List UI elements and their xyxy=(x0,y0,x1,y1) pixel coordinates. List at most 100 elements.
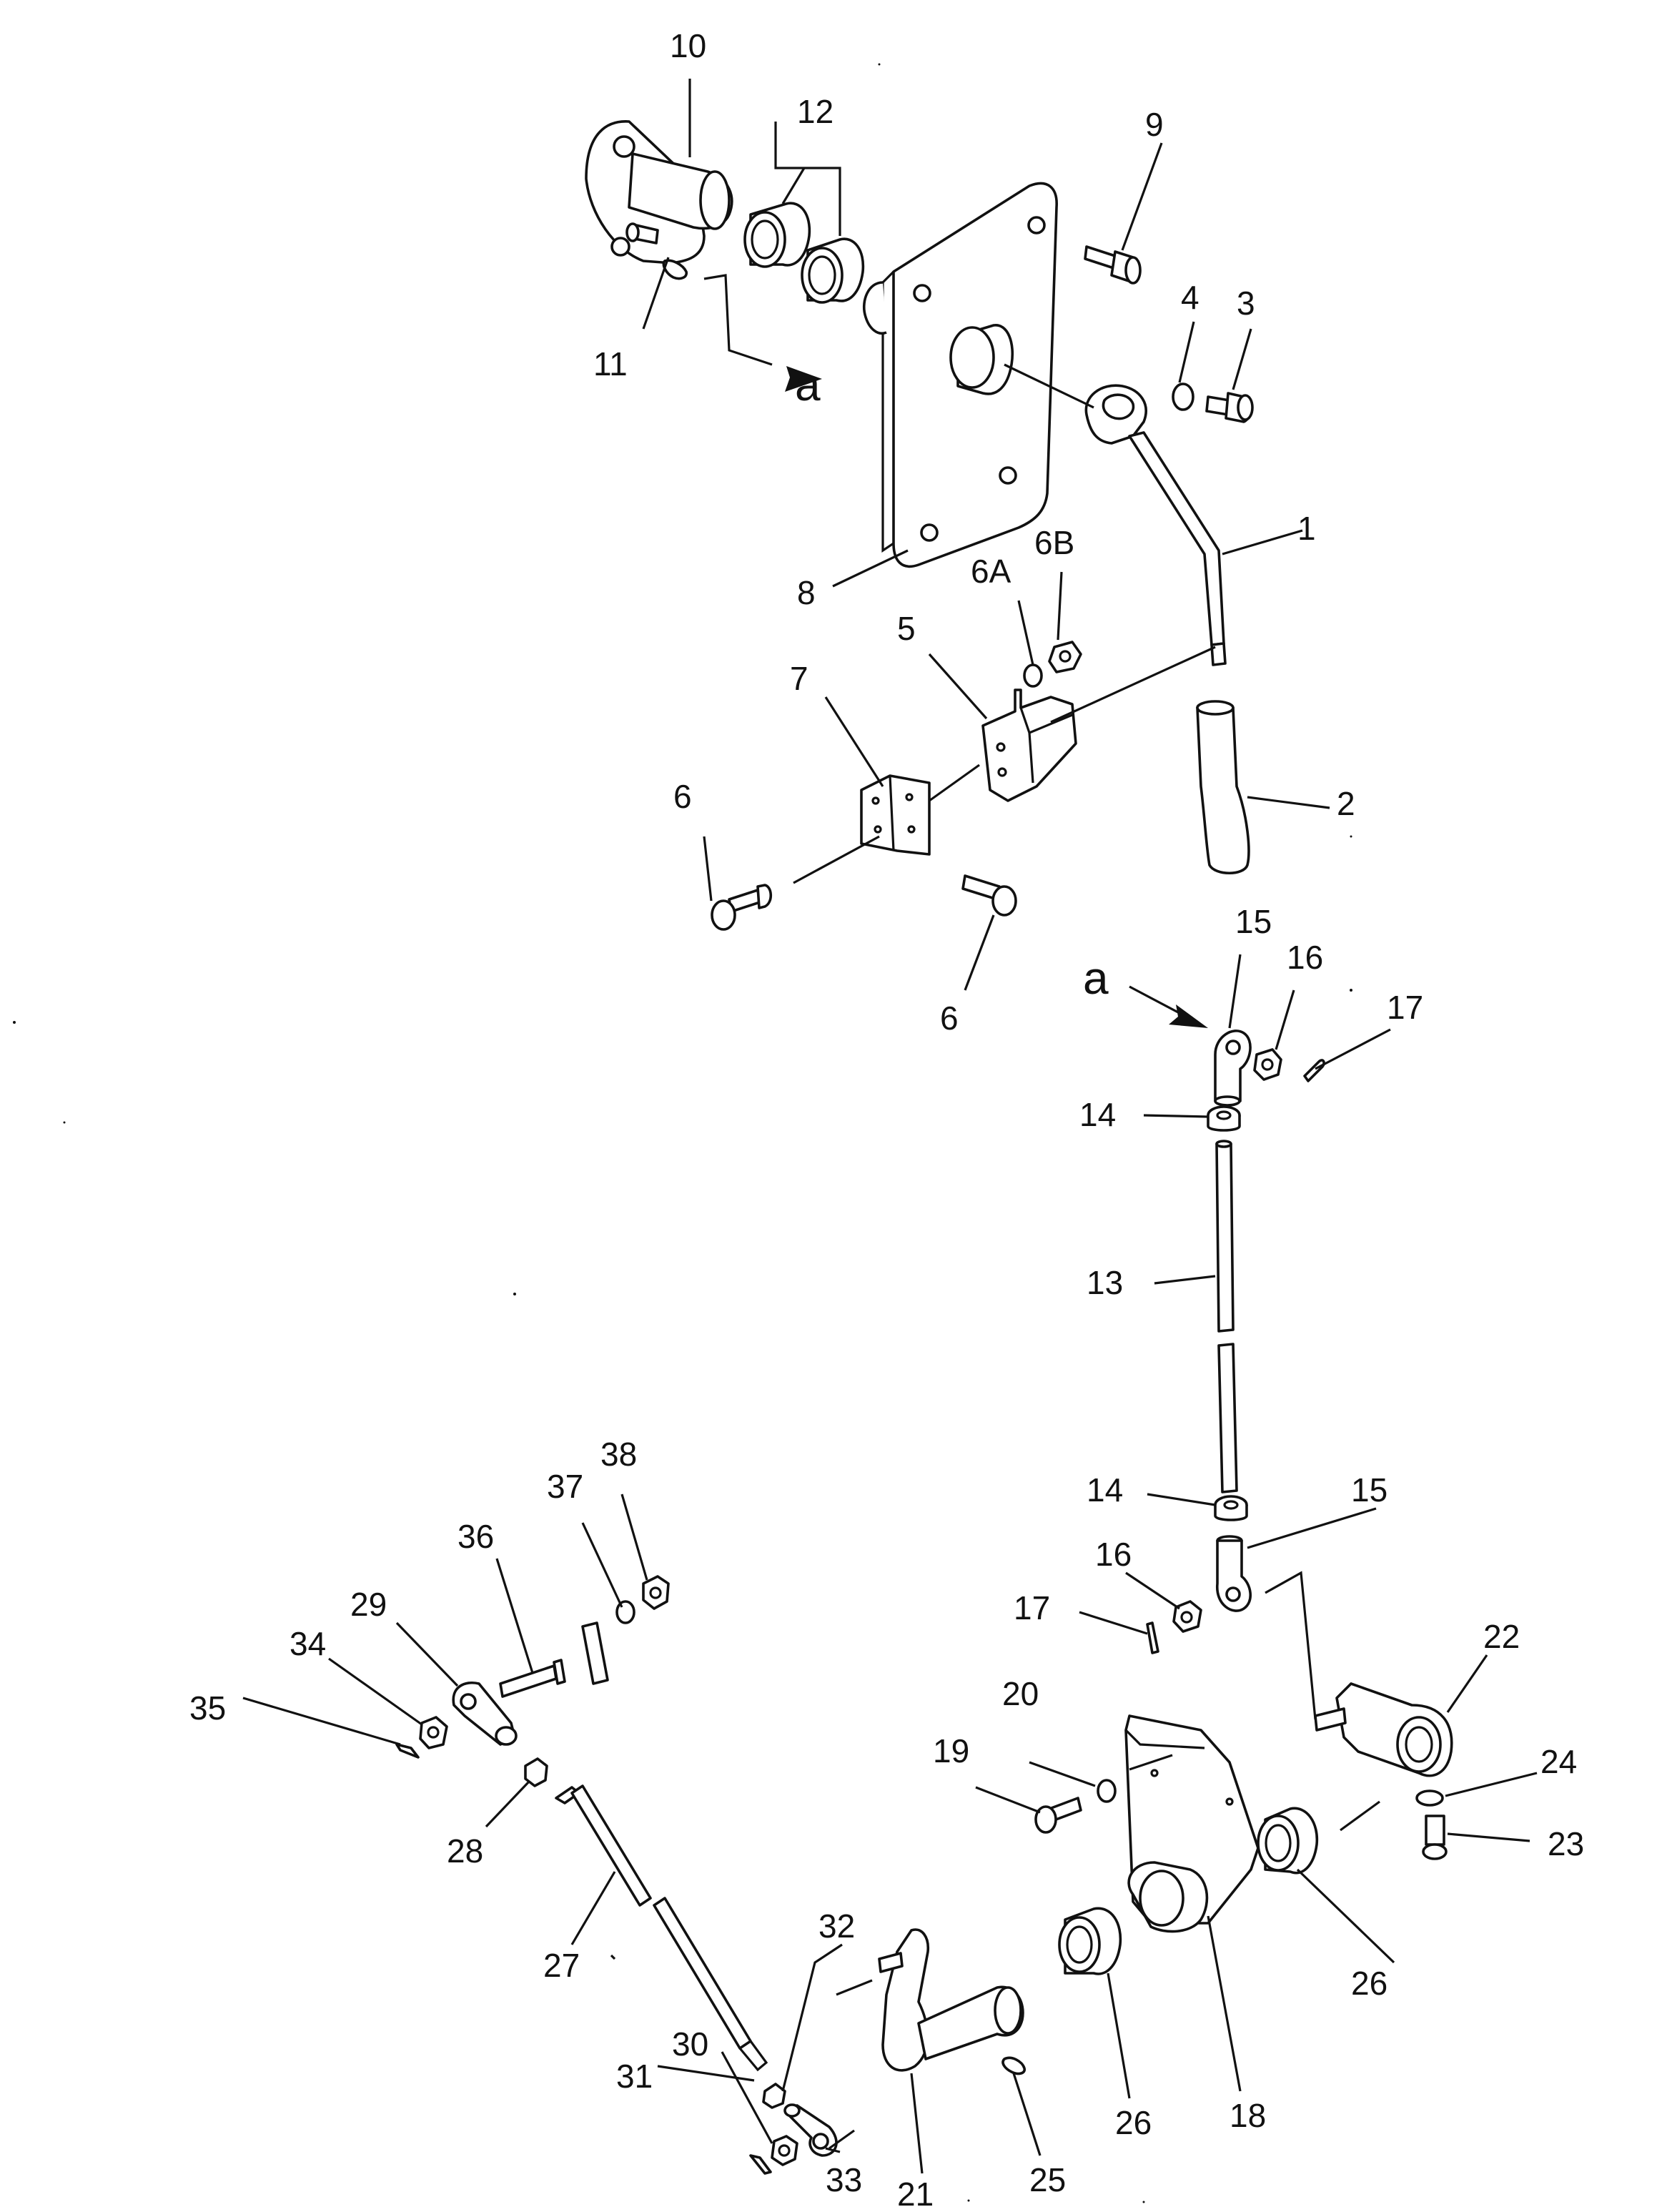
label-part-8: 8 xyxy=(797,574,816,611)
label-part-32: 32 xyxy=(818,1907,855,1945)
label-part-38: 38 xyxy=(600,1436,637,1473)
cotter-pin-17-bottom-drawing xyxy=(1146,1621,1159,1654)
nut-28-drawing xyxy=(524,1757,548,1787)
label-part-15-top: 15 xyxy=(1235,903,1272,940)
nut-30-drawing xyxy=(771,2135,798,2166)
rod-13-drawing xyxy=(1215,1140,1238,1493)
nut-14-bottom-drawing xyxy=(1214,1495,1248,1521)
label-part-26-left: 26 xyxy=(1115,2104,1152,2141)
label-part-19: 19 xyxy=(933,1732,969,1769)
label-part-10: 10 xyxy=(670,27,706,64)
label-part-25: 25 xyxy=(1029,2161,1066,2198)
bolt-36-drawing xyxy=(499,1621,609,1698)
scan-specks xyxy=(13,63,1352,2203)
label-part-23: 23 xyxy=(1548,1825,1584,1862)
label-part-6B: 6B xyxy=(1034,524,1074,561)
label-part-6A: 6A xyxy=(971,553,1011,590)
bolt-3-drawing xyxy=(1205,392,1254,423)
label-part-20: 20 xyxy=(1002,1675,1039,1712)
label-part-2: 2 xyxy=(1337,785,1355,822)
label-part-13: 13 xyxy=(1087,1264,1123,1301)
label-part-6-top: 6 xyxy=(673,778,692,815)
nut-6b-drawing xyxy=(1048,641,1082,673)
label-part-12: 12 xyxy=(797,93,834,130)
bracket-5-drawing xyxy=(981,688,1077,802)
label-part-27: 27 xyxy=(543,1947,580,1984)
label-part-15-bottom: 15 xyxy=(1351,1471,1387,1509)
label-part-11: 11 xyxy=(593,345,628,382)
clevis-33-drawing xyxy=(783,2103,838,2157)
label-part-1: 1 xyxy=(1297,510,1316,547)
washer-24-drawing xyxy=(1415,1789,1444,1807)
rod-27-drawing xyxy=(555,1784,768,2072)
label-part-26-right: 26 xyxy=(1351,1965,1387,2002)
label-part-34: 34 xyxy=(290,1625,326,1662)
lever-22-drawing xyxy=(1314,1682,1453,1777)
bolt-23-drawing xyxy=(1422,1814,1448,1860)
label-part-7: 7 xyxy=(790,660,808,697)
label-part-37: 37 xyxy=(547,1468,583,1505)
label-part-33: 33 xyxy=(826,2161,862,2198)
nut-14-top-drawing xyxy=(1207,1105,1241,1132)
washer-20-drawing xyxy=(1097,1779,1117,1803)
leader-lines xyxy=(242,79,1538,2174)
label-part-5: 5 xyxy=(897,610,916,647)
lever-21-drawing xyxy=(878,1928,1024,2072)
bolt-6-left-drawing xyxy=(711,884,773,931)
nut-38-drawing xyxy=(642,1575,670,1610)
label-part-24: 24 xyxy=(1540,1743,1577,1780)
label-part-36: 36 xyxy=(457,1518,494,1555)
label-part-6-bottom: 6 xyxy=(940,999,959,1037)
label-part-31: 31 xyxy=(616,2058,653,2095)
nut-16-bottom-drawing xyxy=(1172,1600,1202,1633)
bolt-19-drawing xyxy=(1034,1797,1082,1834)
bushing-26-left-drawing xyxy=(1058,1907,1122,1975)
reference-arrow-a-top xyxy=(785,366,822,392)
bushings-12-drawing xyxy=(743,202,865,304)
nut-34-drawing xyxy=(419,1716,448,1749)
label-part-17-top: 17 xyxy=(1387,989,1423,1026)
plate-18-drawing xyxy=(1124,1714,1260,1933)
label-part-4: 4 xyxy=(1181,279,1199,316)
nut-32-drawing xyxy=(762,2083,786,2109)
label-ref-a-middle: a xyxy=(1083,952,1109,1004)
label-part-30: 30 xyxy=(672,2025,708,2063)
bolt-6-right-drawing xyxy=(961,874,1017,917)
label-part-16-bottom: 16 xyxy=(1095,1536,1132,1573)
bracket-7-drawing xyxy=(860,774,931,856)
washer-37-drawing xyxy=(615,1600,635,1624)
label-part-28: 28 xyxy=(447,1832,483,1870)
knob-2-drawing xyxy=(1196,700,1250,874)
clevis-15-bottom-drawing xyxy=(1216,1535,1252,1612)
part-labels: 10 12 9 4 3 11 a 1 6B 6A 8 5 7 2 6 15 16… xyxy=(189,27,1584,2212)
washer-6a-drawing xyxy=(1023,663,1043,688)
clevis-15-top-drawing xyxy=(1214,1030,1252,1107)
label-part-17-bottom: 17 xyxy=(1014,1589,1050,1626)
cotter-pin-35-drawing xyxy=(395,1743,420,1759)
bushing-26-right-drawing xyxy=(1257,1807,1319,1875)
bolt-9-drawing xyxy=(1084,245,1142,285)
label-part-3: 3 xyxy=(1237,285,1255,322)
lever-1-drawing xyxy=(1084,384,1227,666)
label-part-22: 22 xyxy=(1483,1618,1520,1655)
plate-8-drawing xyxy=(863,182,1058,568)
label-part-29: 29 xyxy=(350,1586,387,1623)
label-part-9: 9 xyxy=(1145,106,1164,143)
washer-4-drawing xyxy=(1172,382,1194,411)
clevis-29-drawing xyxy=(452,1682,518,1746)
label-part-21: 21 xyxy=(897,2176,934,2212)
assembly-lines xyxy=(703,274,1380,1996)
reference-arrow-a-middle xyxy=(1129,985,1208,1028)
cotter-pin-17-top-drawing xyxy=(1303,1059,1325,1082)
label-part-35: 35 xyxy=(189,1689,226,1727)
label-part-14-bottom: 14 xyxy=(1087,1471,1123,1509)
pin-10-drawing xyxy=(585,120,733,265)
label-ref-a-top: a xyxy=(795,359,821,410)
label-part-18: 18 xyxy=(1230,2097,1266,2134)
cotter-pin-31-drawing xyxy=(749,2154,772,2175)
label-part-16-top: 16 xyxy=(1287,939,1323,976)
nut-16-top-drawing xyxy=(1253,1048,1282,1081)
key-25-drawing xyxy=(1001,2056,1027,2075)
label-part-14-top: 14 xyxy=(1079,1096,1116,1133)
